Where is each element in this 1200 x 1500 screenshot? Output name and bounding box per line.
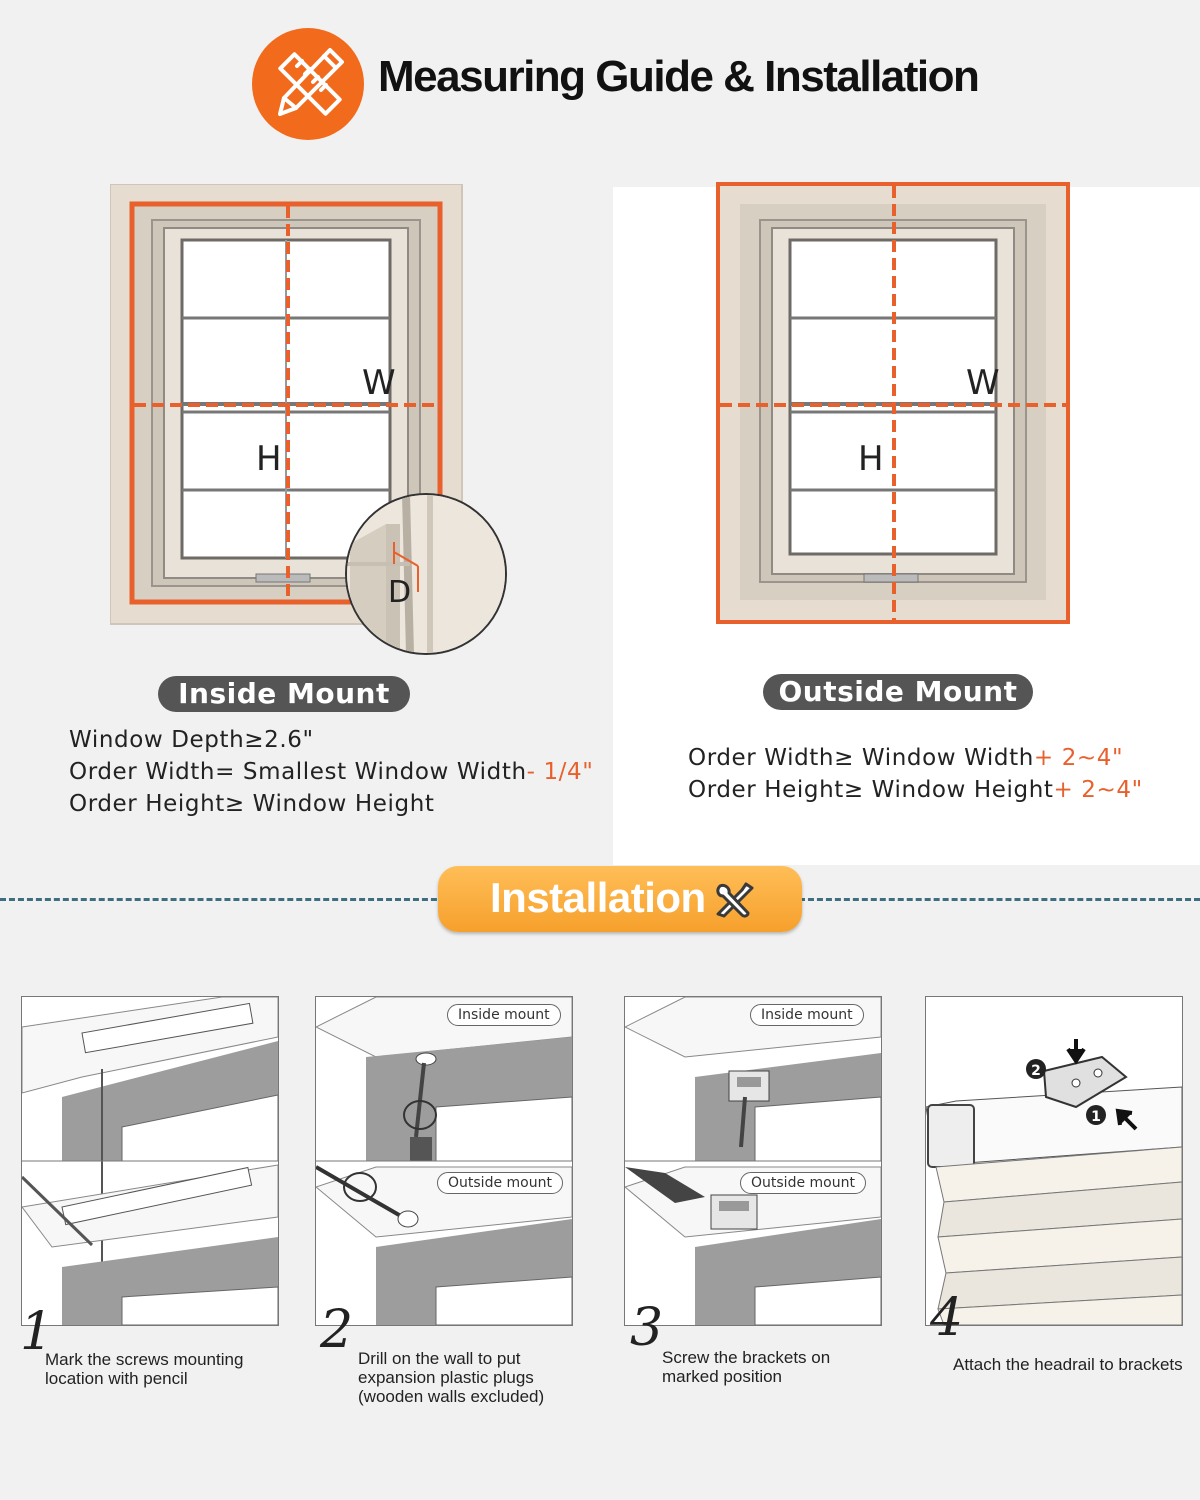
depth-label: D: [388, 575, 411, 610]
step-3-text: Screw the brackets on marked position: [662, 1348, 830, 1386]
step-text-line: Attach the headrail to brackets: [953, 1355, 1183, 1374]
inside-mount-label: Inside Mount: [158, 676, 410, 712]
step-4-illustration: 2 1: [925, 996, 1183, 1326]
step-text-line: Screw the brackets on: [662, 1348, 831, 1367]
page-title: Measuring Guide & Installation: [378, 52, 980, 101]
step-text-line: Drill on the wall to put: [358, 1349, 521, 1368]
height-label: H: [858, 439, 884, 479]
width-label: W: [966, 363, 1000, 403]
outside-mount-label: Outside Mount: [763, 674, 1033, 710]
spec-text: Window Depth≥2.6": [69, 727, 314, 753]
width-label: W: [362, 363, 396, 403]
step-2-number: 2: [320, 1300, 354, 1360]
step-1-number: 1: [20, 1302, 54, 1362]
step-4-number: 4: [930, 1288, 964, 1348]
outside-mount-tag: Outside mount: [437, 1172, 563, 1194]
outside-spec-width: Order Width≥ Window Width+ 2~4": [688, 742, 1123, 774]
step-3-number: 3: [630, 1298, 664, 1358]
ruler-pencil-icon: [252, 28, 364, 140]
step-1-text: Mark the screws mounting location with p…: [45, 1350, 243, 1388]
step-text-line: marked position: [662, 1367, 783, 1386]
step-text-line: expansion plastic plugs: [358, 1368, 534, 1387]
spec-text: Order Height≥ Window Height: [688, 777, 1054, 803]
spec-text: Order Width= Smallest Window Width: [69, 759, 527, 785]
outside-mount-tag: Outside mount: [740, 1172, 866, 1194]
installation-title: Installation: [490, 874, 706, 921]
wrench-screwdriver-icon: [716, 882, 754, 918]
header: Measuring Guide & Installation: [0, 0, 1200, 170]
spec-text: Order Height≥ Window Height: [69, 791, 435, 817]
step-4-text: Attach the headrail to brackets: [953, 1355, 1183, 1374]
svg-text:1: 1: [1091, 1109, 1101, 1125]
spec-text: Order Width≥ Window Width: [688, 745, 1034, 771]
inside-spec-width: Order Width= Smallest Window Width- 1/4": [69, 756, 593, 788]
step-2-illustration: Inside mount Outside mount: [315, 996, 573, 1326]
step-text-line: location with pencil: [45, 1369, 188, 1388]
inside-mount-tag: Inside mount: [750, 1004, 864, 1026]
inside-mount-window-illustration: W H D: [110, 184, 507, 655]
step-text-line: (wooden walls excluded): [358, 1387, 545, 1406]
outside-spec-height: Order Height≥ Window Height+ 2~4": [688, 774, 1143, 806]
spec-accent: + 2~4": [1053, 777, 1143, 803]
outside-mount-window-illustration: W H: [716, 182, 1070, 624]
step-text-line: Mark the screws mounting: [45, 1350, 244, 1369]
spec-accent: + 2~4": [1033, 745, 1124, 771]
step-2-text: Drill on the wall to put expansion plast…: [358, 1349, 544, 1406]
inside-spec-depth: Window Depth≥2.6": [69, 724, 314, 756]
spec-accent: - 1/4": [526, 759, 594, 785]
height-label: H: [256, 439, 282, 479]
svg-text:2: 2: [1031, 1063, 1041, 1079]
step-1-illustration: [21, 996, 279, 1326]
inside-mount-tag: Inside mount: [447, 1004, 561, 1026]
step-3-illustration: Inside mount Outside mount: [624, 996, 882, 1326]
inside-spec-height: Order Height≥ Window Height: [69, 788, 435, 820]
